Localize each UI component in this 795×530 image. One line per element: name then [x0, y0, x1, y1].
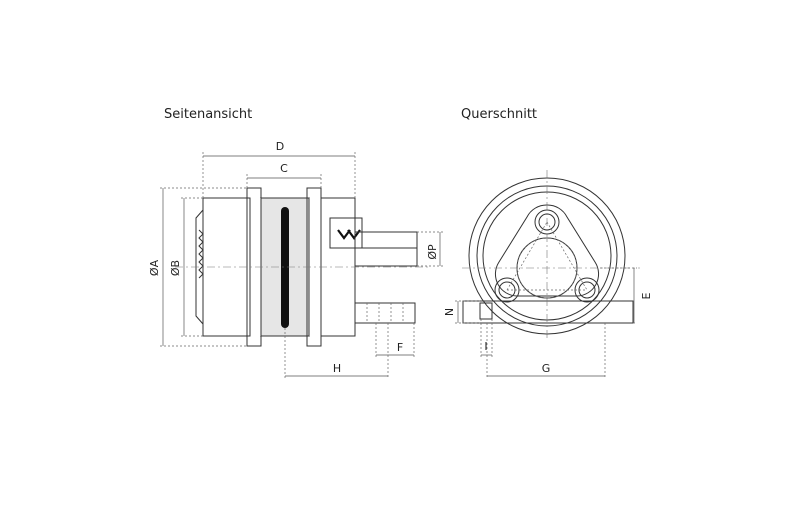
dim-G-label: G — [542, 362, 551, 375]
belt-ring — [281, 207, 289, 328]
shaft-hatch — [354, 231, 418, 249]
mount-foot — [354, 302, 416, 324]
dim-A-label: ØA — [148, 259, 161, 276]
dim-N-label: N — [443, 308, 456, 316]
base-slot — [479, 302, 493, 320]
side-view: D C ØA ØB ØP F H — [148, 140, 443, 379]
seal-lips — [337, 229, 361, 240]
dim-D-label: D — [276, 140, 284, 153]
dim-F-label: F — [397, 341, 403, 354]
cross-section-title: Querschnitt — [461, 107, 538, 122]
base-plate — [462, 300, 634, 324]
dim-H-label: H — [333, 362, 341, 375]
serrated-edge — [198, 229, 204, 279]
dim-I-label: I — [484, 340, 487, 353]
shaft — [354, 231, 418, 267]
foot-slots — [366, 303, 404, 323]
dim-B-label: ØB — [169, 260, 182, 276]
cross-section-view: E N I G — [443, 170, 653, 379]
seal-hatch — [329, 217, 363, 249]
dim-P-label: ØP — [426, 244, 439, 260]
side-view-title: Seitenansicht — [164, 107, 253, 122]
trefoil-body — [494, 204, 600, 297]
dim-E-label: E — [640, 292, 653, 299]
dim-C-label: C — [280, 162, 288, 175]
